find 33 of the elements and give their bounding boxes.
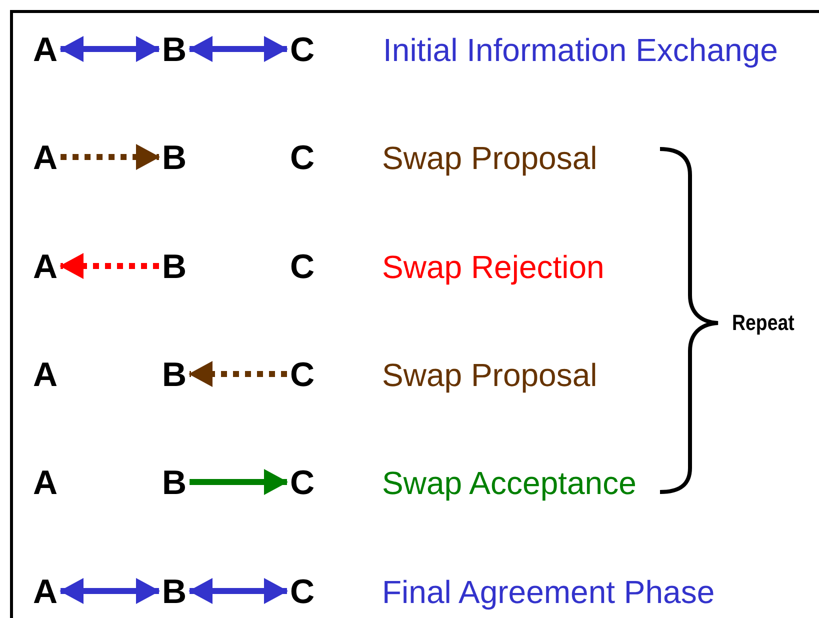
node-letter: C xyxy=(290,575,315,609)
arrow xyxy=(188,361,287,387)
party-letter: C xyxy=(290,141,315,175)
step-label: Swap Proposal xyxy=(382,142,598,174)
step-label: Final Agreement Phase xyxy=(382,576,715,608)
arrow xyxy=(60,144,160,170)
arrow xyxy=(188,578,288,604)
node-letter: A xyxy=(33,141,58,175)
step-label: Swap Rejection xyxy=(382,251,604,283)
party-letter: A xyxy=(33,358,58,392)
node-letter: C xyxy=(290,466,315,500)
node-letter: B xyxy=(162,250,187,284)
step-label: Initial Information Exchange xyxy=(383,34,778,66)
arrow xyxy=(60,253,159,279)
arrow xyxy=(60,36,160,62)
step-label: Swap Acceptance xyxy=(382,467,636,499)
arrow xyxy=(188,36,288,62)
node-letter: A xyxy=(33,33,58,67)
arrow xyxy=(60,578,160,604)
node-letter: C xyxy=(290,33,315,67)
node-letter: A xyxy=(33,575,58,609)
node-letter: B xyxy=(162,33,187,67)
node-letter: B xyxy=(162,358,187,392)
node-letter: A xyxy=(33,250,58,284)
step-label: Swap Proposal xyxy=(382,359,598,391)
arrow xyxy=(190,469,288,495)
node-letter: B xyxy=(162,141,187,175)
node-letter: B xyxy=(162,466,187,500)
node-letter: B xyxy=(162,575,187,609)
node-letter: C xyxy=(290,358,315,392)
party-letter: C xyxy=(290,250,315,284)
brace-label: Repeat xyxy=(732,312,794,334)
party-letter: A xyxy=(33,466,58,500)
